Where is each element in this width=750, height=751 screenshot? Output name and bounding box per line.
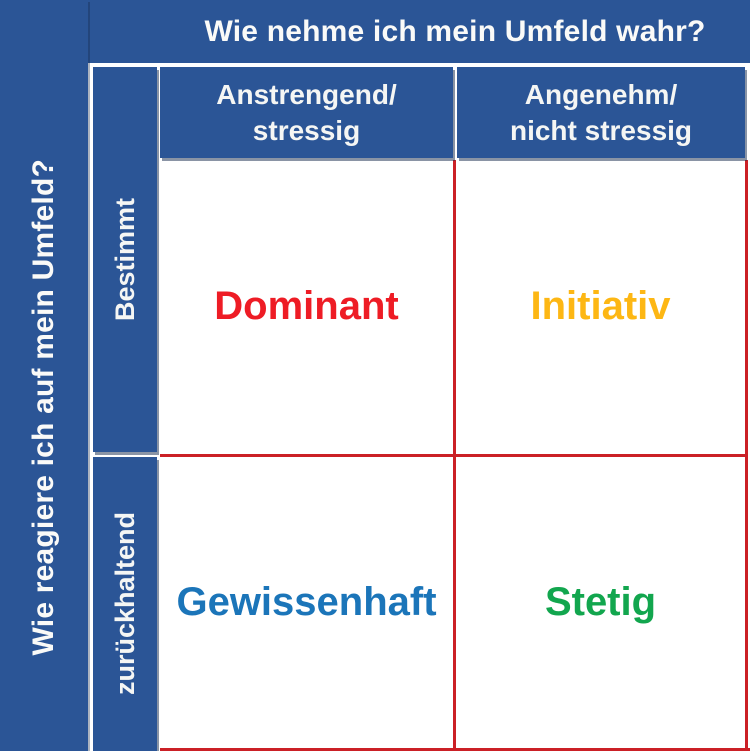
column-header-anstrengend-line2: stressig — [252, 114, 361, 146]
row-header-zurueckhaltend: zurückhaltend — [93, 457, 157, 751]
column-header-angenehm-line1: Angenehm/ — [524, 78, 678, 110]
grid-line-horizontal-center — [160, 454, 748, 457]
column-header-angenehm-line2: nicht stressig — [509, 114, 693, 146]
top-title-wrap: Wie nehme ich mein Umfeld wahr? — [160, 0, 750, 63]
quadrant-label-dominant: Dominant — [214, 283, 399, 328]
left-title-wrap: Wie reagiere ich auf mein Umfeld? — [0, 63, 88, 751]
quadrant-label-initiativ: Initiativ — [530, 283, 671, 328]
row-header-zurueckhaltend-label: zurückhaltend — [109, 512, 140, 696]
column-header-anstrengend: Anstrengend/ stressig — [160, 67, 453, 158]
quadrant-stetig: Stetig — [456, 457, 745, 748]
row-header-bestimmt-label: Bestimmt — [109, 197, 140, 322]
quadrant-gewissenhaft: Gewissenhaft — [160, 457, 453, 748]
column-header-angenehm: Angenehm/ nicht stressig — [457, 67, 745, 158]
quadrant-dominant: Dominant — [160, 158, 453, 454]
row-header-bestimmt: Bestimmt — [93, 67, 157, 452]
top-header-band: Wie nehme ich mein Umfeld wahr? — [0, 0, 750, 63]
matrix-title-left: Wie reagiere ich auf mein Umfeld? — [27, 158, 60, 656]
quadrant-label-stetig: Stetig — [544, 580, 657, 624]
grid-line-bottom-edge — [160, 748, 750, 751]
quadrant-initiativ: Initiativ — [456, 158, 745, 454]
quadrant-label-gewissenhaft: Gewissenhaft — [176, 580, 437, 624]
left-header-band: Wie reagiere ich auf mein Umfeld? — [0, 0, 88, 751]
grid-line-right-edge — [745, 160, 748, 751]
matrix-title-top: Wie nehme ich mein Umfeld wahr? — [204, 14, 706, 48]
column-header-anstrengend-line1: Anstrengend/ — [216, 78, 397, 110]
